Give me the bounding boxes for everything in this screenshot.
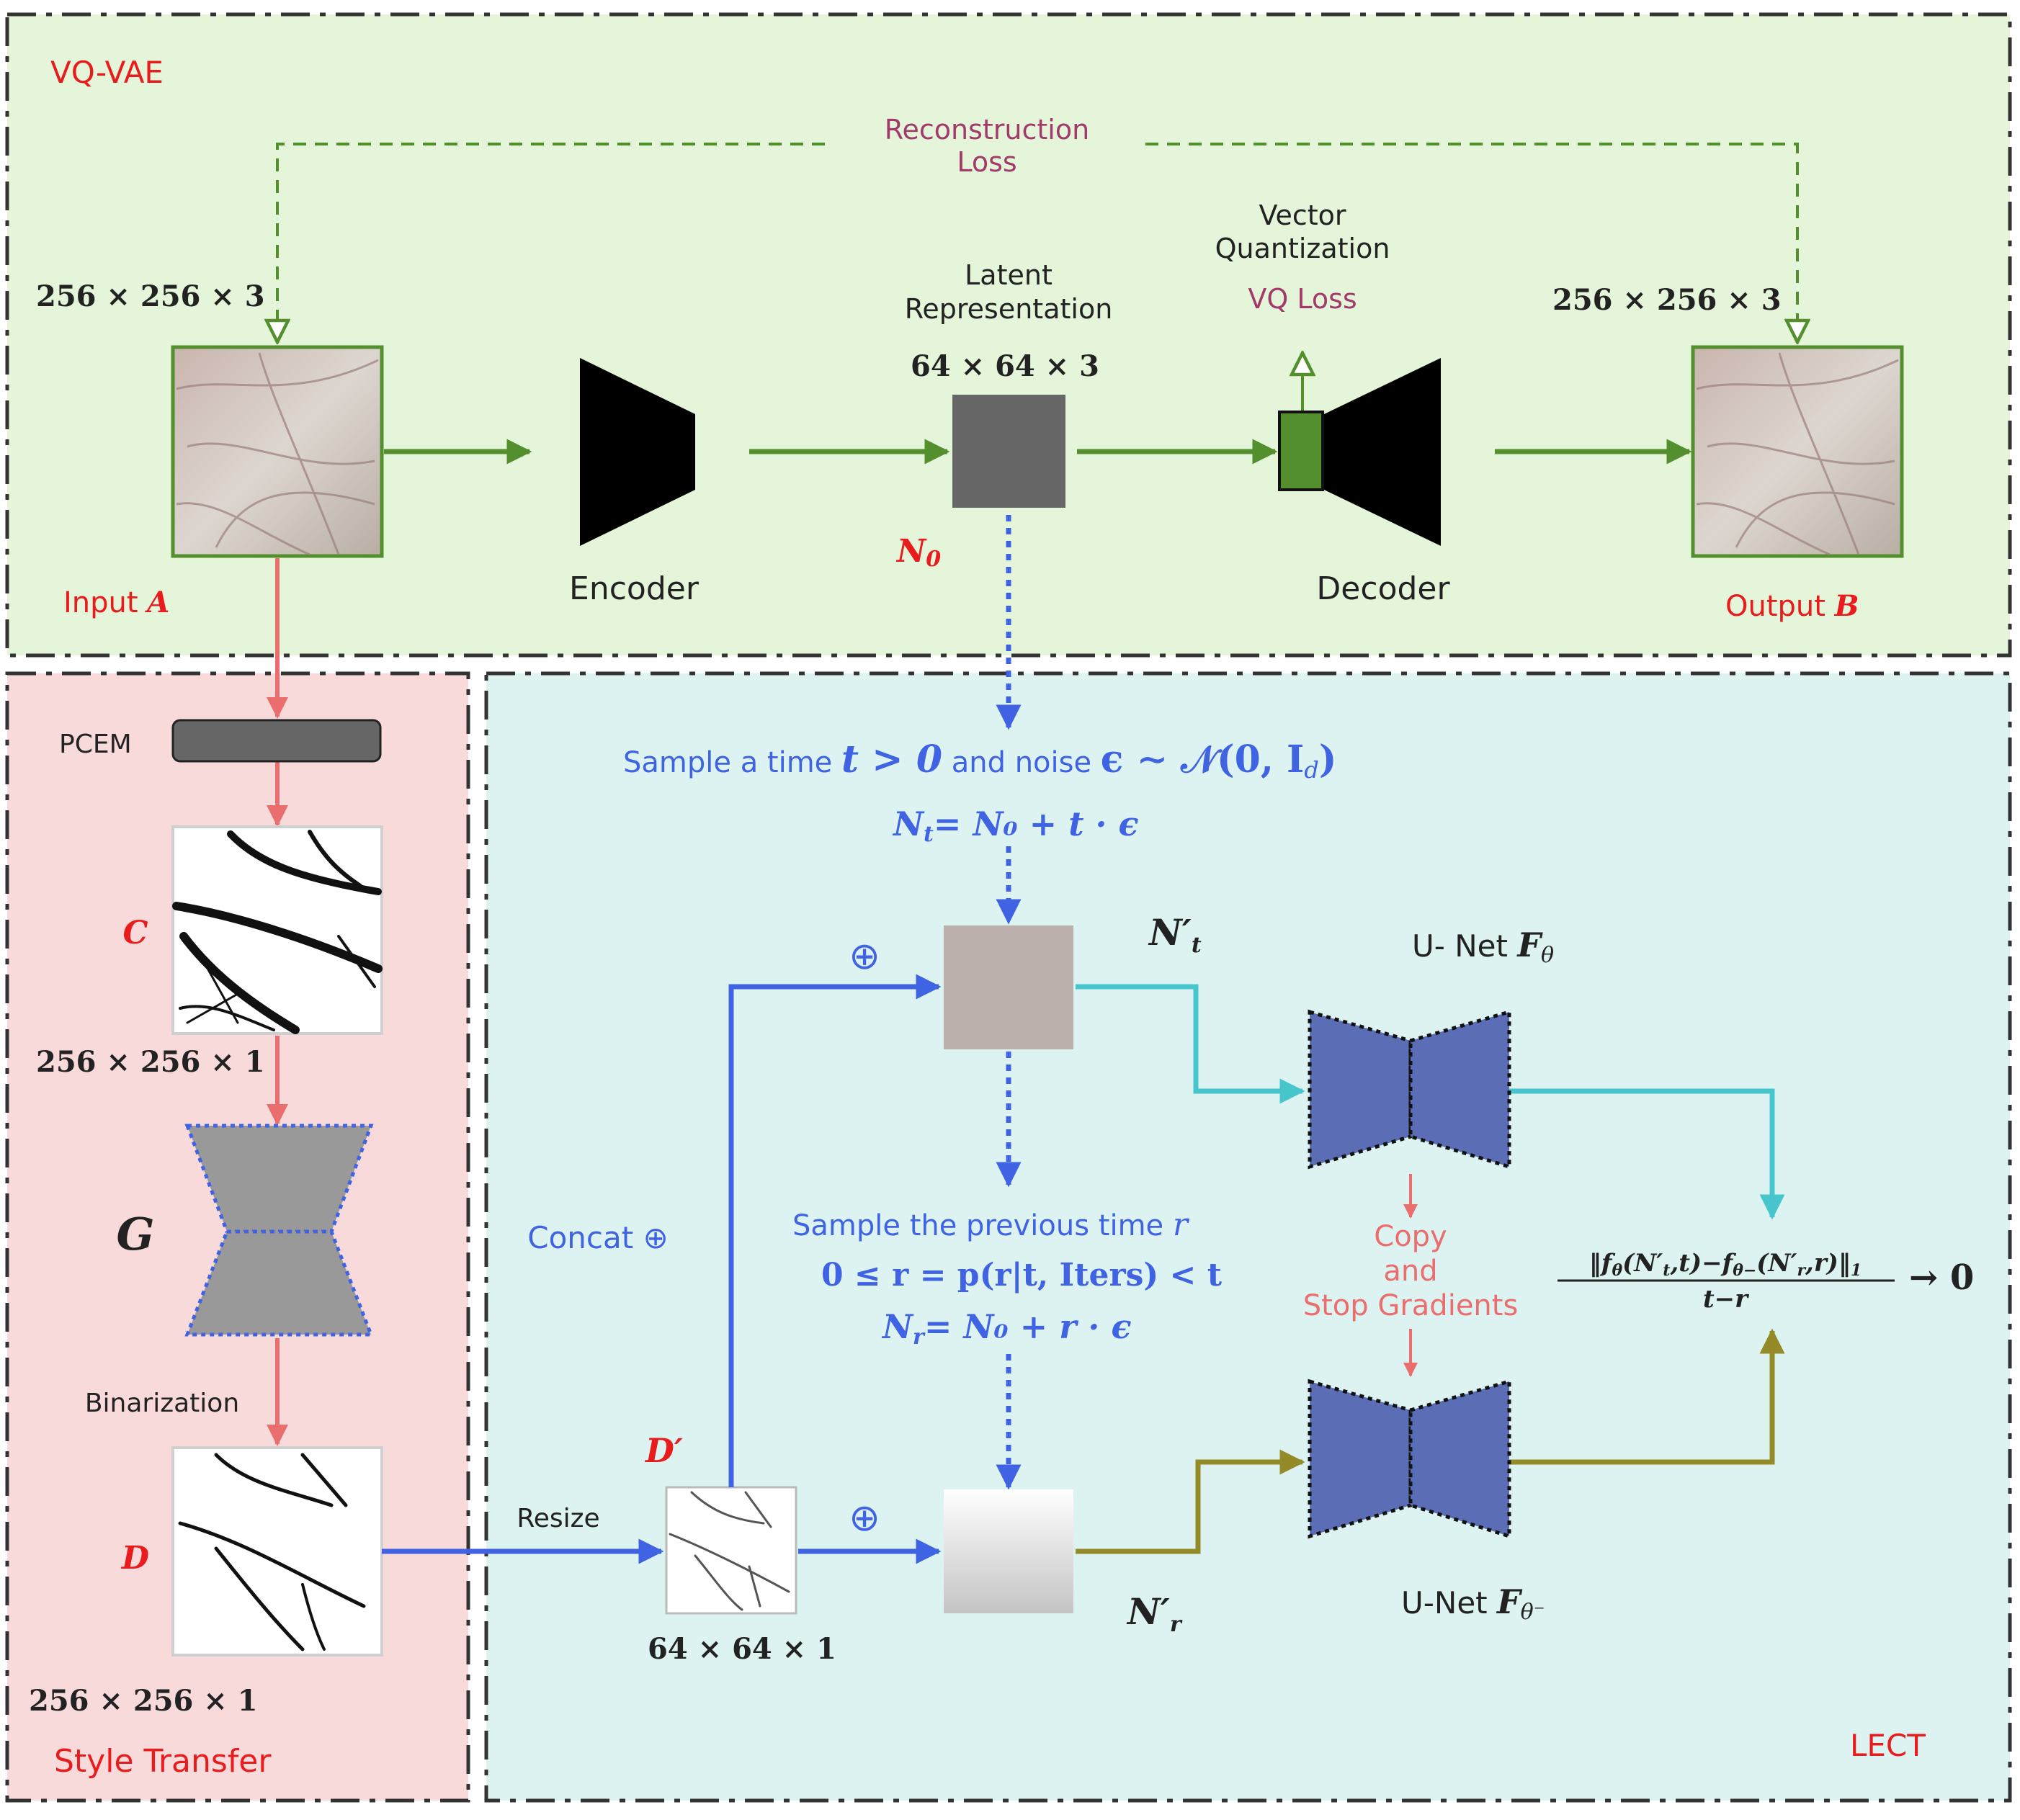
vq-loss-label: VQ Loss: [1248, 283, 1357, 315]
c-label: C: [122, 915, 148, 951]
plus-top: ⊕: [849, 935, 880, 978]
unet-bottom-label: U-Net Fθ⁻: [1401, 1582, 1545, 1625]
image-d-binary-map: [171, 1446, 383, 1657]
latent-label-line2: Representation: [905, 293, 1113, 325]
concat-label: Concat ⊕: [527, 1220, 668, 1255]
loss-denominator: t−r: [1703, 1285, 1749, 1314]
unet-top-label: U- Net Fθ: [1412, 925, 1554, 968]
plus-bottom: ⊕: [849, 1497, 880, 1540]
loss-numerator: ‖fθ(N′t,t)−fθ−(N′r,r)‖1: [1589, 1249, 1862, 1280]
style-transfer-title: Style Transfer: [54, 1743, 272, 1780]
image-c-line-map: [171, 825, 383, 1035]
binarization-label: Binarization: [85, 1389, 239, 1418]
latent-dims: 64 × 64 × 3: [911, 349, 1099, 383]
reconstruction-loss-label-line1: Reconstruction: [885, 114, 1089, 145]
r-condition: 0 ≤ r = p(r|t, Iters) < t: [821, 1257, 1223, 1294]
c-dims: 256 × 256 × 1: [36, 1045, 265, 1079]
unet-top: [1308, 1009, 1511, 1170]
resize-label: Resize: [517, 1504, 599, 1533]
input-image-a: [171, 345, 384, 558]
pcem-block: [171, 719, 382, 763]
sample-time-text: Sample a time t > 0 and noise ϵ ∼ 𝒩(0, I…: [623, 738, 1336, 784]
vq-label-line1: Vector: [1259, 200, 1346, 231]
copy-label-line2: and: [1383, 1255, 1437, 1288]
lect-title: LECT: [1850, 1728, 1926, 1763]
latent-label-line1: Latent: [965, 259, 1053, 291]
vqvae-title: VQ-VAE: [50, 55, 164, 90]
g-label: G: [117, 1208, 155, 1260]
input-label: Input A: [63, 586, 169, 619]
encoder-trapezoid: [580, 358, 695, 546]
d-label: D: [120, 1540, 149, 1577]
vq-codebook-block: [1278, 411, 1324, 491]
nrp-label: N′r: [1126, 1590, 1183, 1637]
d-prime-label: D′: [644, 1431, 683, 1470]
loss-limit: → 0: [1909, 1258, 1974, 1298]
input-dims: 256 × 256 × 3: [36, 279, 265, 313]
ntp-label: N′t: [1148, 911, 1202, 958]
nt-equation: Nt= N₀ + t · ϵ: [892, 804, 1139, 847]
noisy-latent-nt-block: [944, 925, 1073, 1049]
image-d-prime-resized: [665, 1486, 797, 1615]
nr-equation: Nr= N₀ + r · ϵ: [881, 1307, 1131, 1350]
reconstruction-loss-path: [277, 143, 1797, 342]
output-label: Output B: [1725, 589, 1859, 623]
n0-label: N0: [895, 533, 941, 572]
d-prime-dims: 64 × 64 × 1: [648, 1632, 836, 1666]
noisy-latent-nr-block: [944, 1489, 1073, 1613]
cyan-path: [1076, 984, 1785, 1220]
vq-label-line2: Quantization: [1215, 233, 1390, 264]
decoder-label: Decoder: [1316, 570, 1450, 607]
decoder-trapezoid: [1324, 358, 1441, 546]
d-dims: 256 × 256 × 1: [29, 1684, 258, 1718]
reconstruction-loss-label-line2: Loss: [957, 146, 1016, 178]
sample-previous-time-text: Sample the previous time r: [792, 1206, 1190, 1243]
concat-arrows: [728, 974, 942, 1564]
pcem-label: PCEM: [59, 730, 132, 759]
latent-block-n0: [952, 395, 1065, 508]
output-dims: 256 × 256 × 3: [1552, 283, 1782, 317]
copy-label-line3: Stop Gradients: [1303, 1289, 1519, 1322]
copy-label-line1: Copy: [1374, 1220, 1447, 1253]
output-image-b: [1691, 345, 1904, 558]
generator-g: [184, 1124, 374, 1337]
encoder-label: Encoder: [569, 570, 700, 607]
olive-path: [1076, 1328, 1785, 1554]
unet-bottom: [1308, 1379, 1511, 1539]
